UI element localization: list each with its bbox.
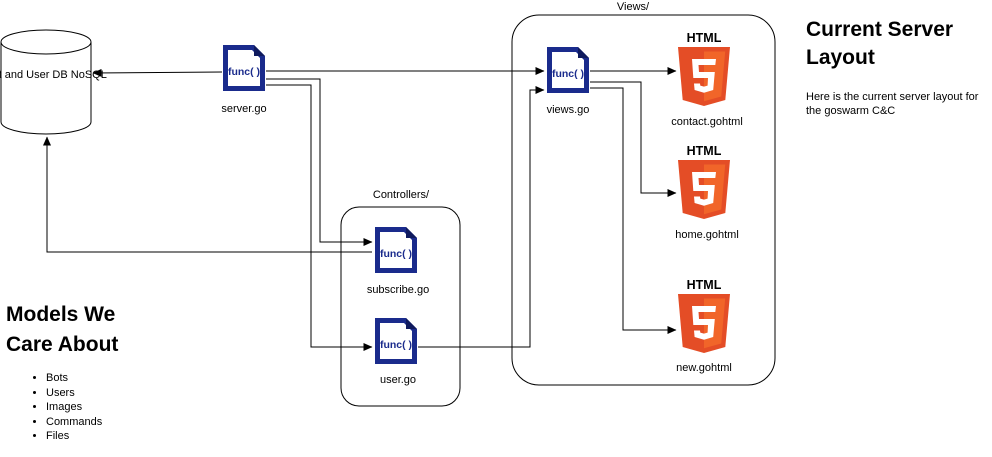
connector-server-subscribe xyxy=(266,78,373,246)
server-go-label: server.go xyxy=(221,103,267,115)
views-go-label: views.go xyxy=(546,104,590,116)
page-title: Current Server Layout xyxy=(806,18,954,69)
controllers-group-box xyxy=(340,206,461,407)
models-list-item: Bots xyxy=(46,371,102,386)
page-description: Here is the current server layout for th… xyxy=(806,91,979,117)
home-template-label: home.gohtml xyxy=(675,229,739,241)
subscribe-go-file-icon: func( ) xyxy=(375,227,417,273)
models-list-item: Files xyxy=(46,429,102,444)
contact-html-badge: HTML xyxy=(687,31,722,45)
controllers-group-label: Controllers/ xyxy=(372,189,430,201)
models-list-item: Users xyxy=(46,386,102,401)
user-go-file-icon: func( ) xyxy=(375,318,417,364)
connector-server-user xyxy=(266,84,373,351)
connector-user-views xyxy=(418,86,545,348)
subscribe-go-label: subscribe.go xyxy=(366,284,430,296)
connector-subscribe-db xyxy=(43,136,372,253)
contact-template-label: contact.gohtml xyxy=(671,116,743,128)
database-cylinder xyxy=(0,29,92,135)
models-list-item: Images xyxy=(46,400,102,415)
server-go-icon-text: func( ) xyxy=(228,66,260,78)
subscribe-go-icon-text: func( ) xyxy=(380,248,412,260)
user-go-label: user.go xyxy=(379,374,417,386)
new-html5-icon: HTML xyxy=(678,278,730,353)
connector-views-home xyxy=(590,81,677,197)
models-list: Bots Users Images Commands Files xyxy=(22,371,102,444)
connector-views-new xyxy=(590,87,677,334)
home-html5-icon: HTML xyxy=(678,144,730,219)
views-group-label: Views/ xyxy=(616,1,650,13)
views-group-box xyxy=(511,14,776,386)
user-go-icon-text: func( ) xyxy=(380,339,412,351)
home-html-badge: HTML xyxy=(687,144,722,158)
views-go-icon-text: func( ) xyxy=(552,68,584,80)
connector-server-db xyxy=(92,68,223,77)
contact-html5-icon: HTML xyxy=(678,31,730,106)
database-label: Bot and User DB NoSQL xyxy=(0,69,107,81)
models-list-item: Commands xyxy=(46,415,102,430)
models-heading: Models We Care About xyxy=(6,303,119,356)
new-template-label: new.gohtml xyxy=(676,362,732,374)
new-html-badge: HTML xyxy=(687,278,722,292)
views-go-file-icon: func( ) xyxy=(547,47,589,93)
server-go-file-icon: func( ) xyxy=(223,45,265,91)
